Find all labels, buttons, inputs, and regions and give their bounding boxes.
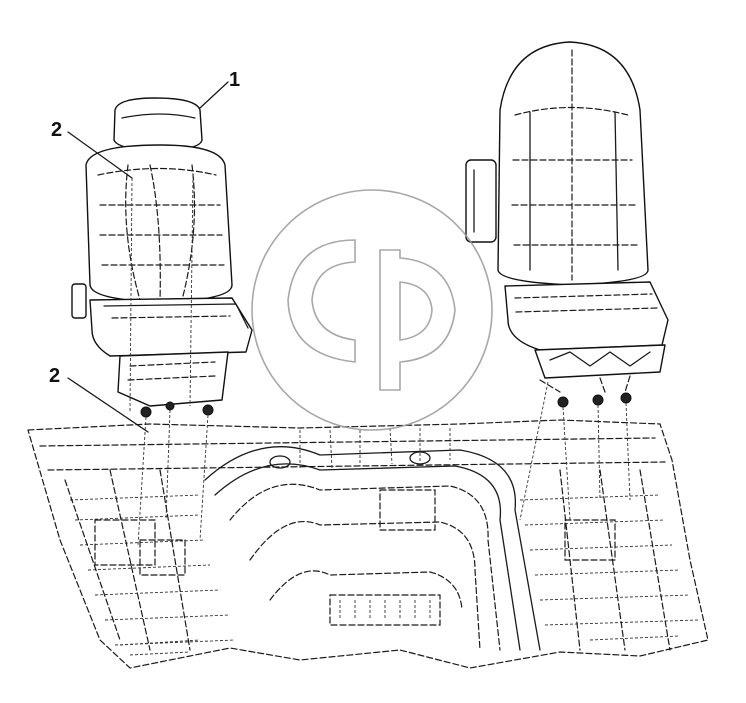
callout-2-top-leader: [67, 131, 133, 179]
right-seat: [465, 41, 669, 521]
callout-1-leader: [199, 81, 229, 109]
gp-logo-watermark: [251, 189, 493, 431]
callout-2-top-label: 2: [51, 119, 63, 141]
callout-leaders: [67, 81, 229, 433]
callout-2-bottom-label: 2: [49, 365, 61, 387]
callout-2-bottom-leader: [67, 377, 149, 433]
left-seat: [71, 97, 253, 546]
callout-1-label: 1: [229, 69, 241, 91]
floor-pan: [27, 419, 709, 669]
